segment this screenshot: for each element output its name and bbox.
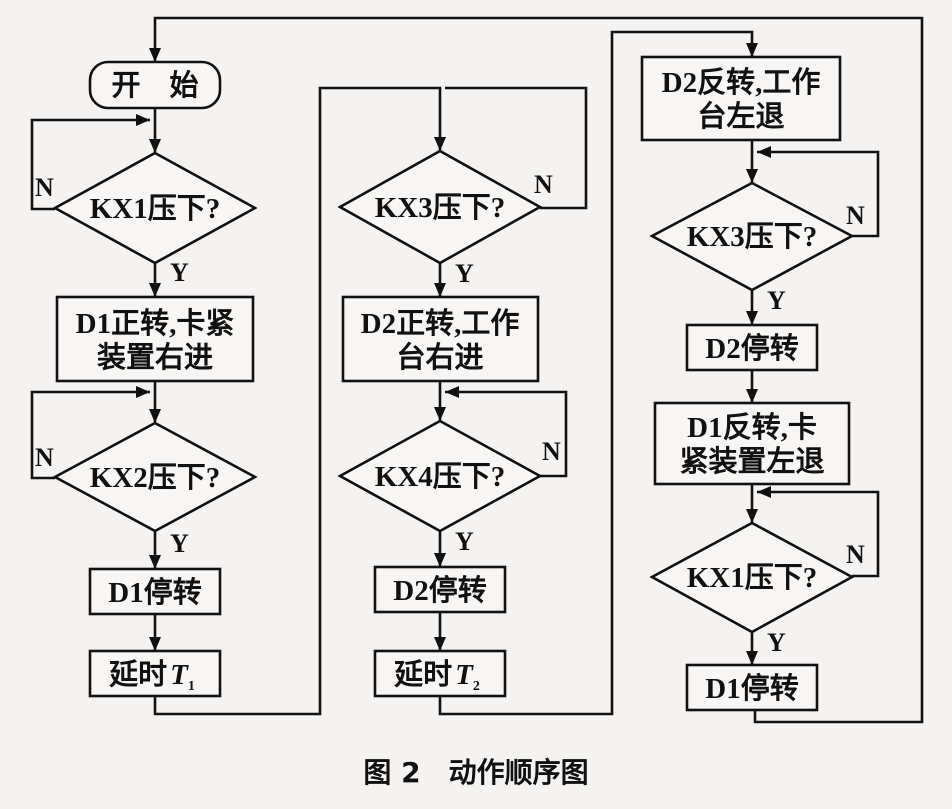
arrowheads xyxy=(136,43,771,665)
c3-kx3-label: KX3压下? xyxy=(687,221,818,253)
start-terminal xyxy=(88,60,222,110)
c2-d2-stop-label: D2停转 xyxy=(393,573,486,607)
c3-d1-stop-box xyxy=(685,663,819,712)
c3-d1-reverse-line1: D1反转,卡 xyxy=(687,411,817,444)
c3-d2-stop-label: D2停转 xyxy=(705,331,798,365)
c1-d1-stop-label: D1停转 xyxy=(108,575,201,609)
start-label: 开 始 xyxy=(111,69,198,102)
c1-d1-forward-line2: 装置右进 xyxy=(97,341,213,374)
c1-d1-stop-box xyxy=(88,567,222,616)
yes-label: Y xyxy=(767,286,786,315)
c3-d2-reverse-line1: D2反转,工作 xyxy=(662,66,821,99)
c1-d1-forward-line1: D1正转,卡紧 xyxy=(76,307,235,340)
yes-label: Y xyxy=(767,628,786,657)
c1-d1-forward-box xyxy=(55,295,255,383)
c3-d1-stop-label: D1停转 xyxy=(705,671,798,705)
c1-delay-box xyxy=(88,649,222,698)
yes-label: Y xyxy=(170,258,189,287)
yes-label: Y xyxy=(170,529,189,558)
c2-d2-forward-box xyxy=(341,295,540,383)
c1-kx1-label: KX1压下? xyxy=(90,193,221,225)
no-label: N xyxy=(846,201,865,230)
c3-kx1-label: KX1压下? xyxy=(687,562,818,594)
no-label: N xyxy=(542,437,561,466)
branch-labels: Y Y Y Y Y Y N N N N N N xyxy=(35,170,865,657)
c2-d2-forward-line2: 台右进 xyxy=(396,340,483,374)
yes-label: Y xyxy=(455,527,474,556)
c2-delay-box xyxy=(373,649,507,698)
c2-kx4-decision xyxy=(337,419,543,533)
no-label: N xyxy=(35,443,54,472)
c3-d1-reverse-line2: 紧装置左退 xyxy=(679,445,824,478)
figure-caption: 图 2 动作顺序图 xyxy=(363,756,588,789)
c3-kx3-decision xyxy=(649,181,855,292)
c2-kx3-decision xyxy=(337,149,543,265)
c2-kx4-label: KX4压下? xyxy=(375,461,506,493)
c1-kx1-decision xyxy=(52,151,258,265)
no-label: N xyxy=(534,170,553,199)
c3-d1-reverse-box xyxy=(653,401,851,486)
yes-label: Y xyxy=(455,259,474,288)
c3-d2-reverse-line2: 台左退 xyxy=(697,99,784,133)
c1-kx2-label: KX2压下? xyxy=(90,462,221,494)
c2-d2-stop-box xyxy=(373,565,507,614)
c2-d2-forward-line1: D2正转,工作 xyxy=(361,307,520,340)
c3-d2-stop-box xyxy=(685,323,819,372)
no-label: N xyxy=(846,540,865,569)
connector-lines xyxy=(30,16,924,724)
no-label: N xyxy=(35,173,54,202)
c3-d2-reverse-box xyxy=(640,55,842,142)
c2-kx3-label: KX3压下? xyxy=(375,192,506,224)
c3-kx1-decision xyxy=(649,521,855,634)
c1-kx2-decision xyxy=(52,421,258,533)
